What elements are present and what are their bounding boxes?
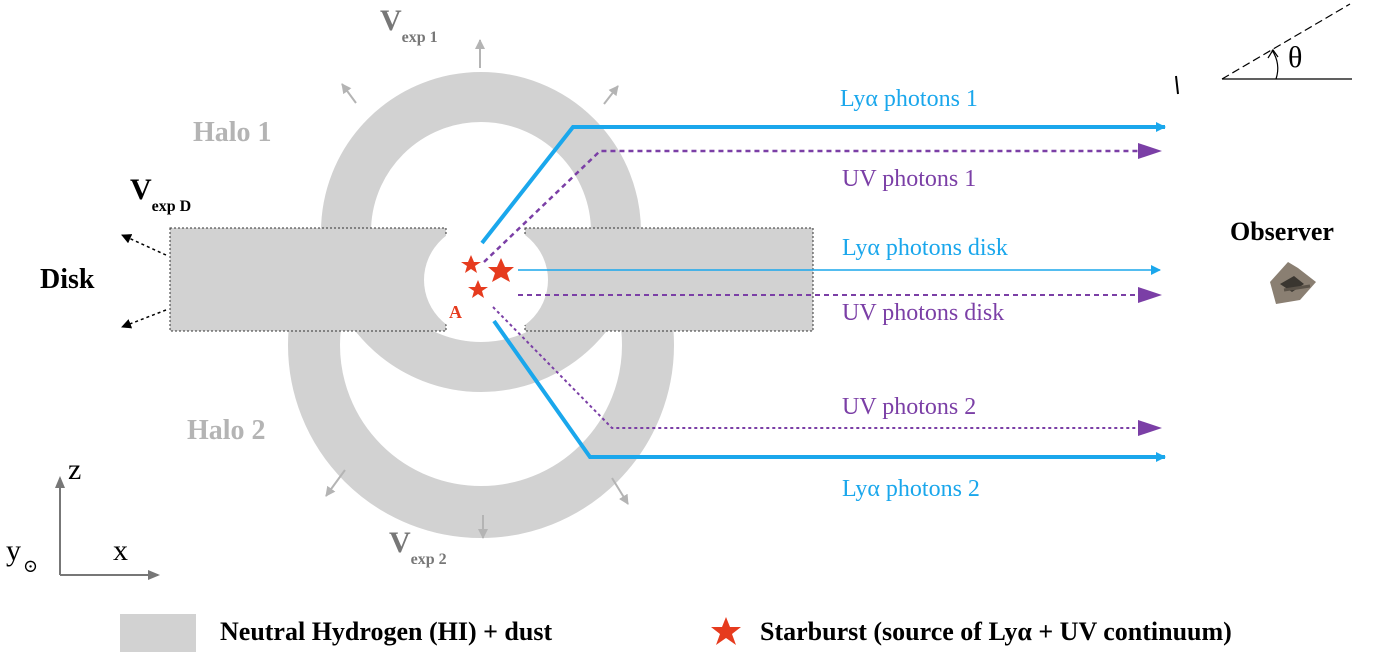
- star-icon: [488, 258, 514, 282]
- axis-x-label: x: [113, 534, 128, 567]
- lya1-label: Lyα photons 1: [840, 86, 978, 112]
- lya-disk-label: Lyα photons disk: [842, 235, 1008, 261]
- vexp1-sub: exp 1: [402, 29, 438, 46]
- uv-ray-2: [492, 306, 1162, 436]
- uv-disk-label: UV photons disk: [842, 300, 1004, 326]
- disk-label: Disk: [40, 264, 95, 295]
- disk-expansion-arrows: [121, 234, 167, 329]
- lya-ray-2: [492, 319, 1166, 462]
- legend-starburst-label: Starburst (source of Lyα + UV continuum): [760, 617, 1232, 646]
- halo2-label: Halo 2: [187, 415, 266, 446]
- vexp2-main: V: [389, 526, 411, 559]
- source-label: A: [449, 302, 462, 322]
- vexpd-sub: exp D: [152, 198, 192, 215]
- star-icon: [461, 255, 481, 273]
- legend-star-icon: [711, 617, 741, 645]
- vexpd-main: V: [130, 173, 152, 206]
- legend: Neutral Hydrogen (HI) + dust Starburst (…: [120, 614, 1232, 652]
- uv1-label: UV photons 1: [842, 166, 976, 192]
- star-icon: [468, 280, 488, 298]
- expansion-arrows: [325, 39, 629, 539]
- lya2-label: Lyα photons 2: [842, 476, 980, 502]
- uv-ray-1: [483, 143, 1162, 263]
- theta-indicator: [1221, 3, 1352, 80]
- starburst-stars: [461, 255, 514, 298]
- vexp2-sub: exp 2: [411, 551, 447, 568]
- axis-y-label: y: [6, 534, 21, 567]
- disk-left-slab: [169, 227, 447, 332]
- axis-y-symbol: ⊙: [23, 556, 38, 576]
- observer-label: Observer: [1230, 217, 1334, 246]
- vexp1-main: V: [380, 4, 402, 37]
- theta-label: θ: [1288, 41, 1302, 74]
- observer-eye-icon: [1270, 262, 1316, 304]
- tick-mark: [1175, 75, 1179, 95]
- halo1-label: Halo 1: [193, 117, 272, 148]
- region-labels: Halo 1 Halo 2 Disk A Observer θ: [40, 41, 1334, 446]
- axis-z-label: z: [68, 453, 81, 486]
- svg-text:Vexp 2: Vexp 2: [389, 526, 447, 568]
- axis-labels: z x y ⊙: [6, 453, 128, 576]
- lya-ray-1: [480, 122, 1166, 245]
- legend-hi-swatch: [120, 614, 196, 652]
- central-cavity: [424, 222, 548, 338]
- ray-labels: Lyα photons 1 UV photons 1 Lyα photons d…: [840, 86, 1008, 502]
- uv-ray-disk: [518, 287, 1162, 303]
- uv2-label: UV photons 2: [842, 394, 976, 420]
- svg-text:Vexp 1: Vexp 1: [380, 4, 438, 46]
- halo-ring-lower: [288, 330, 674, 538]
- coordinate-axes: [55, 476, 160, 580]
- disk-right-slab: [524, 227, 814, 332]
- svg-text:Vexp D: Vexp D: [130, 173, 191, 215]
- legend-hi-label: Neutral Hydrogen (HI) + dust: [220, 617, 552, 646]
- velocity-labels: Vexp 1 Vexp 2 Vexp D: [130, 4, 447, 568]
